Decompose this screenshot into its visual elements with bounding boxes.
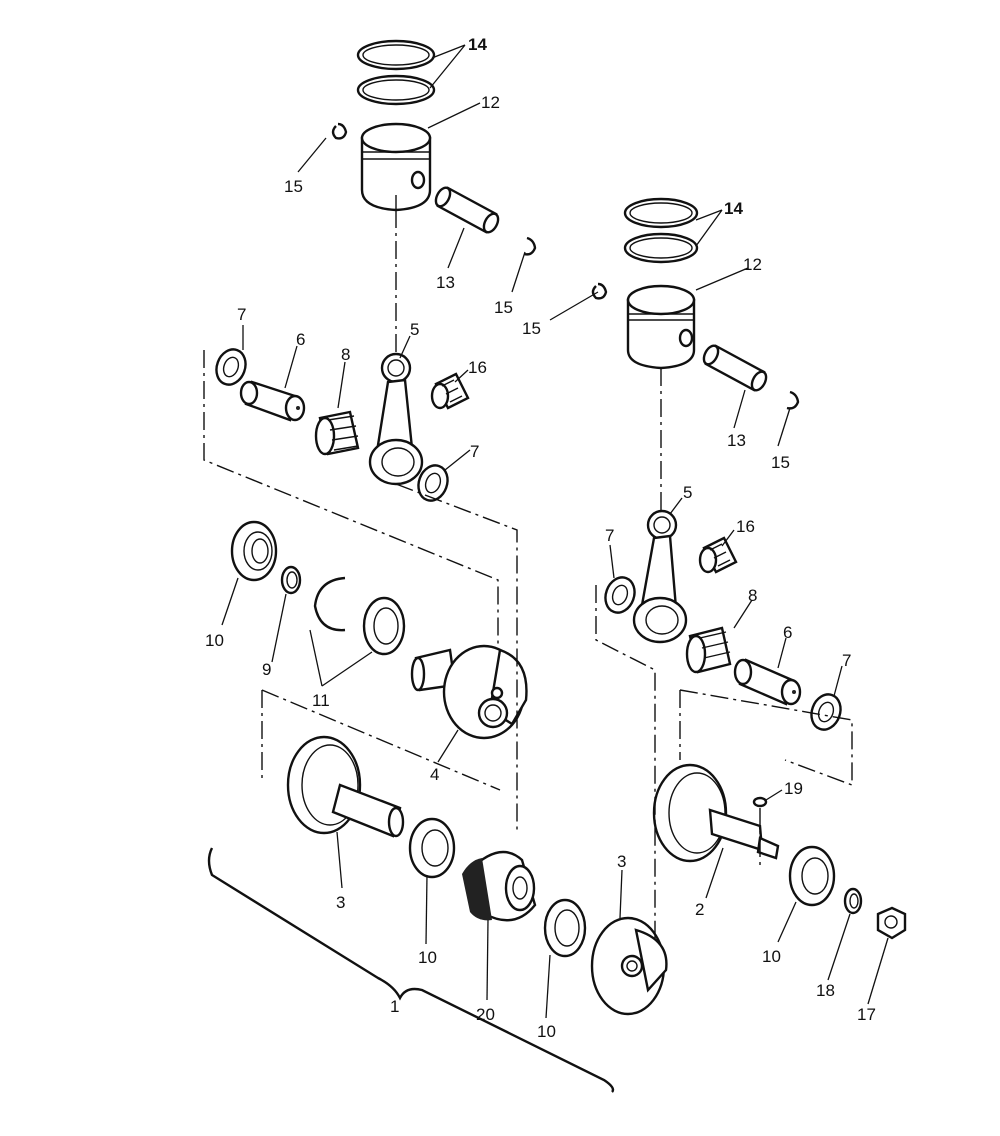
right-small-end-bearing xyxy=(698,536,738,574)
label-7-left-b: 7 xyxy=(470,442,479,461)
label-15-left-b: 15 xyxy=(494,298,513,317)
label-18: 18 xyxy=(816,981,835,1000)
left-piston xyxy=(360,122,432,212)
left-thrust-washers xyxy=(215,348,449,502)
left-circlips xyxy=(331,122,537,256)
right-crank-pin xyxy=(733,658,802,706)
center-bearings-and-seal xyxy=(408,817,587,958)
label-1: 1 xyxy=(390,997,399,1016)
label-12-right: 12 xyxy=(743,255,762,274)
label-20: 20 xyxy=(476,1005,495,1024)
right-piston-rings xyxy=(623,197,699,264)
label-15-left-a: 15 xyxy=(284,177,303,196)
left-crank-half-4 xyxy=(410,644,528,740)
right-piston xyxy=(626,284,696,370)
label-10-left-c: 10 xyxy=(537,1022,556,1041)
label-9: 9 xyxy=(262,660,271,679)
left-small-end-bearing xyxy=(430,372,470,410)
label-14-right: 14 xyxy=(724,199,743,218)
label-10-left-a: 10 xyxy=(205,631,224,650)
left-crank-pin xyxy=(239,380,306,422)
label-10-right: 10 xyxy=(762,947,781,966)
label-15-right-a: 15 xyxy=(522,319,541,338)
left-connecting-rod xyxy=(368,352,424,486)
right-connecting-rod xyxy=(632,509,688,644)
label-14-left: 14 xyxy=(468,35,487,54)
label-16-right: 16 xyxy=(736,517,755,536)
label-8-right: 8 xyxy=(748,586,757,605)
label-3-right: 3 xyxy=(617,852,626,871)
right-crankshaft-2 xyxy=(652,763,780,863)
right-crank-half-3 xyxy=(590,916,668,1016)
label-6-left: 6 xyxy=(296,330,305,349)
right-needle-bearing xyxy=(685,626,732,674)
assembly-bracket xyxy=(207,847,615,1093)
label-5-left: 5 xyxy=(410,320,419,339)
left-guide-lines xyxy=(203,210,518,830)
label-12-left: 12 xyxy=(481,93,500,112)
label-4: 4 xyxy=(430,765,439,784)
label-8-left: 8 xyxy=(341,345,350,364)
label-10-left-b: 10 xyxy=(418,948,437,967)
label-13-right: 13 xyxy=(727,431,746,450)
right-thrust-washers xyxy=(604,576,842,731)
right-piston-pin xyxy=(702,344,768,392)
label-11: 11 xyxy=(312,691,330,710)
label-13-left: 13 xyxy=(436,273,455,292)
label-15-right-b: 15 xyxy=(771,453,790,472)
right-circlips xyxy=(591,282,800,410)
leader-lines xyxy=(221,44,889,1019)
label-7-right-a: 7 xyxy=(605,526,614,545)
right-guide-lines xyxy=(595,368,853,940)
left-crank-half-3 xyxy=(286,735,405,838)
left-piston-rings xyxy=(356,39,436,106)
label-17: 17 xyxy=(857,1005,876,1024)
left-main-bearings-top xyxy=(230,520,406,656)
label-16-left: 16 xyxy=(468,358,487,377)
label-7-left-a: 7 xyxy=(237,305,246,324)
part-labels: 14 12 15 13 15 7 6 8 5 16 7 10 9 11 4 3 … xyxy=(205,35,876,1041)
label-5-right: 5 xyxy=(683,483,692,502)
label-6-right: 6 xyxy=(783,623,792,642)
label-3-left: 3 xyxy=(336,893,345,912)
label-19: 19 xyxy=(784,779,803,798)
label-2: 2 xyxy=(695,900,704,919)
left-needle-bearing xyxy=(314,410,360,456)
left-piston-pin xyxy=(434,186,500,234)
right-end-bearing-washer-nut xyxy=(788,845,907,940)
label-7-right-b: 7 xyxy=(842,651,851,670)
